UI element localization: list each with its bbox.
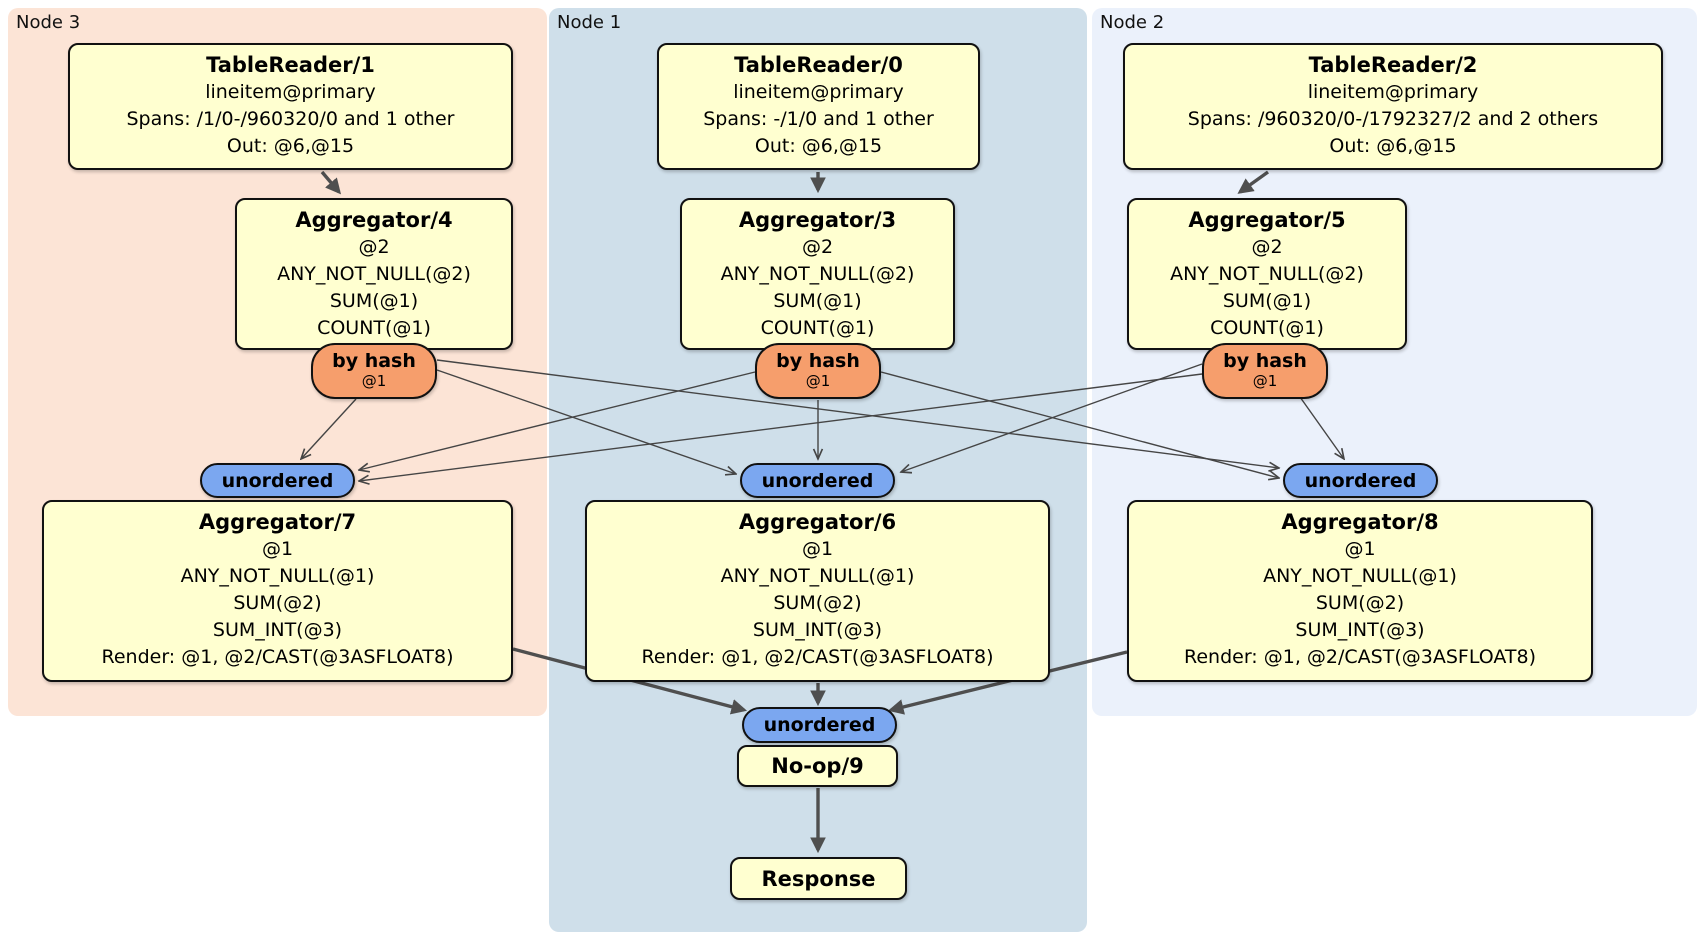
edge-byhash3-unordered3: [301, 398, 357, 459]
stream-unordered-node2: unordered: [1283, 463, 1438, 498]
box-line: ANY_NOT_NULL(@2): [720, 263, 915, 285]
box-line: SUM_INT(@3): [752, 619, 883, 641]
box-line: SUM(@1): [1222, 290, 1312, 312]
box-line: SUM(@2): [233, 592, 322, 614]
box-line: Out: @6,@15: [226, 135, 355, 157]
by-hash-column: @1: [805, 372, 831, 390]
box-line: @2: [1251, 236, 1283, 258]
box-title: Aggregator/6: [738, 510, 897, 534]
stream-unordered-node1: unordered: [740, 463, 895, 498]
box-line: Render: @1, @2/CAST(@3ASFLOAT8): [1184, 646, 1536, 668]
panel-label-node2: Node 2: [1100, 12, 1165, 33]
node-noop-9: No-op/9: [737, 745, 898, 787]
panel-label-node3: Node 3: [16, 12, 81, 33]
edge-byhash3-unordered1: [436, 369, 736, 474]
box-line: SUM_INT(@3): [1295, 619, 1425, 641]
box-title: Aggregator/5: [1188, 208, 1346, 232]
panel-label-node1: Node 1: [557, 12, 622, 33]
by-hash-label: by hash: [1223, 350, 1307, 372]
box-line: Out: @6,@15: [754, 135, 883, 157]
box-line: COUNT(@1): [317, 317, 431, 339]
box-line: @1: [801, 538, 834, 560]
box-line: ANY_NOT_NULL(@1): [720, 565, 915, 587]
box-title: Aggregator/4: [295, 208, 453, 232]
box-title: TableReader/1: [206, 53, 375, 77]
by-hash-column: @1: [1252, 372, 1278, 390]
stream-unordered-final: unordered: [742, 707, 897, 743]
router-by-hash-node1: by hash @1: [755, 343, 881, 399]
box-line: lineitem@primary: [733, 81, 904, 103]
node-response: Response: [730, 857, 907, 900]
edge-byhash1-unordered2: [880, 371, 1279, 478]
box-line: SUM(@1): [329, 290, 419, 312]
by-hash-column: @1: [361, 372, 387, 390]
edge-tr2-agg5: [1237, 170, 1269, 194]
router-by-hash-node3: by hash @1: [311, 343, 437, 399]
box-line: ANY_NOT_NULL(@2): [277, 263, 471, 285]
edge-byhash1-unordered3: [359, 371, 756, 470]
box-title: TableReader/0: [734, 53, 903, 77]
box-line: Spans: -/1/0 and 1 other: [703, 108, 934, 130]
edge-byhash3-unordered2: [436, 359, 1279, 468]
edge-byhash2-unordered1: [901, 363, 1203, 472]
box-line: lineitem@primary: [1307, 81, 1479, 103]
box-line: SUM(@2): [773, 592, 862, 614]
box-title: Aggregator/3: [738, 208, 897, 232]
box-line: Spans: /1/0-/960320/0 and 1 other: [126, 108, 455, 130]
box-line: @2: [358, 236, 390, 258]
box-line: ANY_NOT_NULL(@1): [1263, 565, 1457, 587]
box-line: Out: @6,@15: [1329, 135, 1457, 157]
box-title: TableReader/2: [1308, 53, 1478, 77]
stream-unordered-node3: unordered: [200, 463, 355, 498]
box-line: SUM(@1): [773, 290, 862, 312]
router-by-hash-node2: by hash @1: [1202, 343, 1328, 399]
box-line: ANY_NOT_NULL(@1): [180, 565, 375, 587]
box-line: SUM(@2): [1315, 592, 1405, 614]
box-line: SUM_INT(@3): [212, 619, 343, 641]
box-title: No-op/9: [771, 754, 864, 778]
box-line: Render: @1, @2/CAST(@3ASFLOAT8): [101, 646, 454, 668]
box-line: Render: @1, @2/CAST(@3ASFLOAT8): [641, 646, 994, 668]
by-hash-label: by hash: [332, 350, 416, 372]
box-line: COUNT(@1): [760, 317, 875, 339]
box-line: @2: [801, 236, 834, 258]
box-title: Aggregator/8: [1281, 510, 1439, 534]
edge-tr1-agg4: [320, 170, 342, 195]
box-line: @1: [1344, 538, 1376, 560]
box-title: Response: [761, 866, 876, 891]
box-line: @1: [261, 538, 294, 560]
box-line: Spans: /960320/0-/1792327/2 and 2 others: [1187, 108, 1599, 130]
box-line: COUNT(@1): [1210, 317, 1324, 339]
by-hash-label: by hash: [776, 350, 860, 372]
box-line: ANY_NOT_NULL(@2): [1170, 263, 1364, 285]
box-line: lineitem@primary: [205, 81, 376, 103]
box-title: Aggregator/7: [198, 510, 357, 534]
edge-byhash2-unordered2: [1299, 396, 1344, 459]
edge-byhash2-unordered3: [359, 373, 1203, 481]
